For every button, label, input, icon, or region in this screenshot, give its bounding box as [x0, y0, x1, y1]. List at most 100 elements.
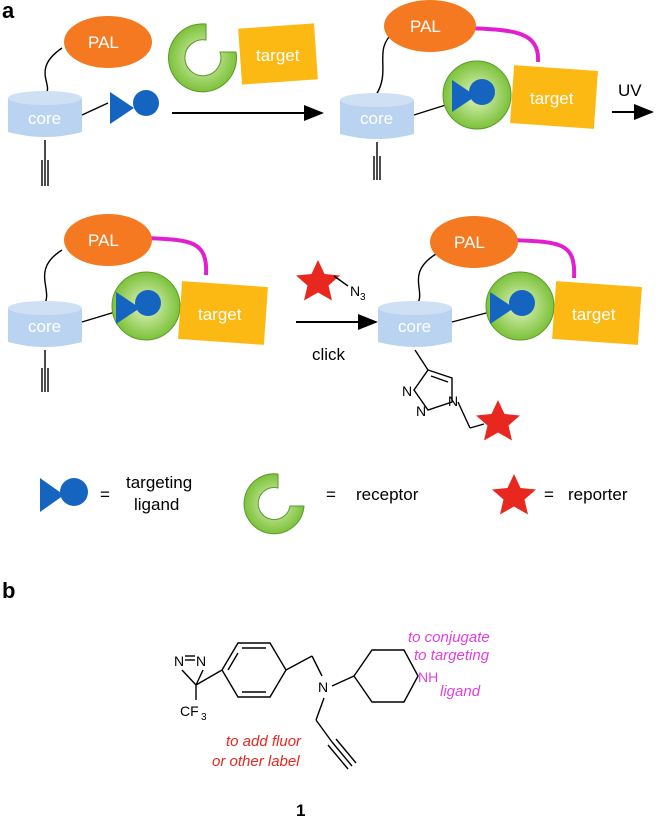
note-fluor-1: to add fluor — [226, 733, 302, 750]
pal-label: PAL — [88, 33, 119, 52]
legend-equals-3: = — [544, 485, 554, 504]
target-label-3: target — [198, 305, 242, 324]
piperidine-ring — [353, 649, 419, 703]
azide-sub: 3 — [360, 292, 366, 303]
diazirine-n1: N — [174, 653, 184, 669]
note-fluor-2: or other label — [212, 753, 300, 770]
compound-number: 1 — [296, 801, 305, 820]
alkyne-a — [331, 741, 353, 767]
alkyne-b — [335, 738, 357, 764]
probe-step1: PAL core — [8, 16, 159, 186]
triazole-ch2-bond — [457, 401, 471, 429]
receptor-shape — [168, 23, 237, 93]
pal-label-3: PAL — [88, 231, 119, 250]
target-box-4 — [552, 281, 642, 345]
azide-reporter: N 3 — [296, 260, 366, 303]
note-conjugate-2: to targeting — [414, 647, 490, 664]
core-label: core — [28, 109, 61, 128]
ligand-triangle — [110, 92, 134, 124]
core-label-2: core — [360, 109, 393, 128]
ligand-linker — [81, 102, 109, 116]
cf3-label: CF — [180, 703, 199, 719]
uv-label: UV — [618, 81, 642, 100]
core-cylinder-4 — [378, 308, 452, 347]
target-label-2: target — [530, 89, 574, 108]
crosslinked-complex-step3: PAL core target — [8, 214, 268, 392]
pal-tether-3 — [43, 249, 63, 306]
triazole-n2: N — [416, 403, 426, 419]
legend: = targeting ligand = receptor = reporter — [40, 473, 628, 535]
core-top-4 — [378, 301, 452, 315]
ligand-circle-2 — [469, 79, 495, 105]
core-label-3: core — [28, 317, 61, 336]
ligand-triangle-4 — [490, 292, 514, 324]
target-box — [238, 23, 318, 85]
core-top-3 — [8, 301, 82, 315]
note-conjugate-1: to conjugate — [408, 629, 490, 646]
piperidine-nh: NH — [418, 669, 438, 685]
pink-linker-4 — [511, 238, 577, 279]
legend-equals-2: = — [326, 485, 336, 504]
benzene-double-3 — [227, 652, 239, 671]
benzyl-n-bond — [311, 655, 323, 677]
legend-receptor-label: receptor — [356, 485, 419, 504]
triazole-ring — [413, 369, 453, 411]
triazole-n1: N — [402, 383, 412, 399]
c-aryl-bond — [195, 669, 223, 686]
benzene-ring — [221, 642, 287, 698]
legend-equals-1: = — [100, 485, 110, 504]
propargyl-1 — [315, 697, 325, 721]
pal-ellipse-4 — [430, 216, 518, 268]
amine-n: N — [318, 679, 328, 695]
ligand-linker-4 — [451, 311, 491, 323]
target-box-3 — [178, 281, 268, 345]
legend-receptor — [243, 473, 305, 535]
panel-label-b: b — [2, 578, 15, 603]
compound-1-structure: N N CF 3 N NH — [174, 642, 438, 770]
triazole-double — [430, 375, 449, 383]
triazole-n3: N — [448, 393, 458, 409]
bound-complex-step2: PAL core target — [340, 0, 598, 180]
pal-ellipse — [64, 16, 152, 68]
core-cylinder — [8, 98, 82, 137]
ligand-circle-4 — [509, 290, 535, 316]
propargyl-2 — [315, 719, 333, 743]
core-top — [8, 91, 82, 105]
core-top-2 — [340, 93, 414, 107]
cf3-sub: 3 — [201, 712, 207, 723]
pink-linker-3 — [145, 236, 209, 276]
core-label-4: core — [398, 317, 431, 336]
pal-label-4: PAL — [454, 233, 485, 252]
target-box-2 — [510, 65, 598, 129]
note-conjugate-3b: ligand — [440, 683, 481, 700]
pal-label-2: PAL — [410, 17, 441, 36]
legend-reporter-star — [492, 474, 536, 515]
core-cylinder-2 — [340, 100, 414, 139]
click-label: click — [312, 345, 346, 364]
pal-tether-4 — [415, 253, 437, 307]
azide-n: N — [350, 283, 360, 299]
benzyl-bond — [285, 655, 313, 671]
diazirine-n2: N — [196, 653, 206, 669]
target-label: target — [256, 46, 300, 65]
legend-ligand-line2: ligand — [134, 495, 179, 514]
ligand-triangle-3 — [116, 292, 140, 324]
legend-ligand-triangle — [40, 478, 64, 512]
core-cylinder-3 — [8, 308, 82, 347]
legend-reporter-label: reporter — [568, 485, 628, 504]
triazole-ch2-bond2 — [469, 423, 485, 429]
panel-label-a: a — [2, 0, 15, 23]
pal-ellipse-2 — [384, 0, 476, 52]
ligand-circle — [133, 90, 159, 116]
free-receptor-target: target — [168, 23, 318, 93]
pal-tether-2 — [375, 31, 395, 96]
legend-ligand-line1: targeting — [126, 473, 192, 492]
ligand-triangle-2 — [452, 80, 476, 112]
ligand-linker-3 — [81, 311, 116, 323]
target-label-4: target — [572, 305, 616, 324]
diazirine-c1 — [181, 669, 197, 686]
triazole-stem — [414, 349, 429, 371]
pal-tether — [44, 47, 63, 96]
clicked-product-step4: PAL core target N N N — [378, 216, 642, 441]
